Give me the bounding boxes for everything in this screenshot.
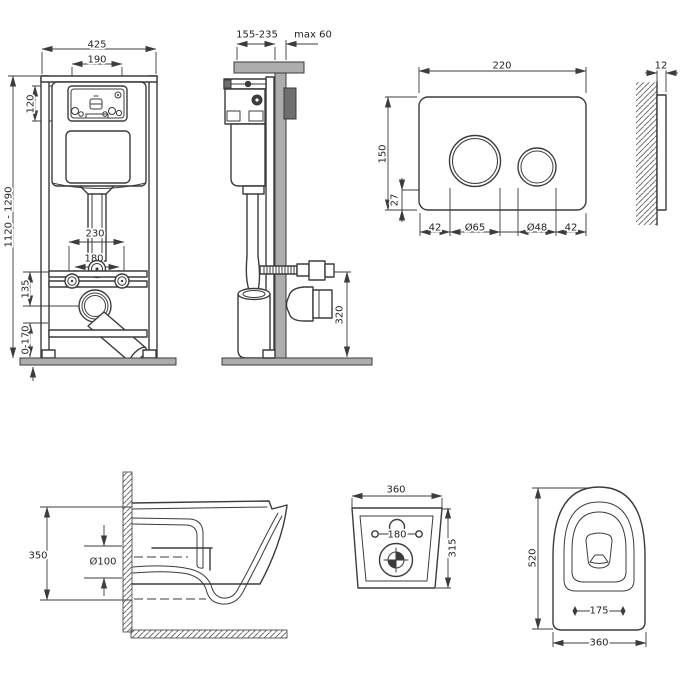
frame-top-crossbar: [40, 75, 158, 83]
dim-plate-thickness: 12: [655, 61, 668, 72]
frame-foot-side: [262, 349, 276, 359]
frame-bottom-crossbar: [48, 329, 148, 338]
dim-install-width: 425: [87, 40, 106, 51]
bowl-interior: [585, 532, 613, 569]
mount-hole-left: [371, 530, 379, 538]
trap-drum: [237, 287, 271, 359]
floor-front-view: [19, 357, 177, 366]
flush-pipe: [87, 193, 107, 262]
dim-back-width: 360: [386, 485, 405, 496]
frame-rail-right: [148, 75, 158, 359]
flush-plate: [418, 96, 587, 211]
dim-foot-range: 0-170: [21, 325, 32, 354]
flush-plate-side-on-wall: [283, 87, 297, 120]
dim-back-height: 315: [448, 538, 459, 557]
frame-rail-left: [40, 75, 50, 359]
dim-outlet-diameter: Ø100: [90, 556, 117, 568]
frame-side-view: 155-235 max 60: [221, 28, 373, 366]
dim-bowl-length: 520: [528, 548, 539, 567]
flush-inlet-hole: [388, 518, 406, 536]
dim-hinge-spacing: 175: [589, 606, 608, 617]
flush-plate-front-view: 220 150 27 42 Ø65 Ø48 42: [376, 59, 587, 236]
dim-pipe-span: 230: [85, 229, 104, 240]
frame-front-view: 425 190 1120 - 1290 120: [2, 38, 177, 381]
dim-bowl-width: 360: [589, 638, 608, 649]
fixing-bolt-right: [114, 273, 130, 289]
flush-plate-edge: [656, 94, 667, 211]
cistern-access-panel: [67, 85, 128, 122]
ceiling-bracket: [233, 61, 305, 74]
dim-plate-margin-left: 42: [429, 223, 442, 234]
flush-plate-side-view: 12: [636, 59, 678, 226]
bowl-top-view: 520 175 360: [526, 486, 647, 650]
floor-side-view: [221, 357, 373, 366]
cistern-tank-window: [65, 130, 131, 184]
frame-foot-left: [41, 349, 56, 359]
outlet-connector: [259, 260, 335, 281]
dim-outlet-height: 320: [335, 305, 346, 324]
cistern-side: [224, 88, 266, 195]
bowl-profile: [131, 500, 288, 605]
dim-outlet-offset: 135: [21, 279, 32, 298]
dim-max-offset: max 60: [294, 30, 332, 41]
dim-big-button-diameter: Ø65: [465, 222, 486, 234]
outlet-bend-pipe: [87, 311, 147, 364]
bowl-back-view: 360 180 315: [351, 483, 460, 589]
dim-plate-height: 150: [378, 144, 389, 163]
dim-install-height: 1120 - 1290: [4, 187, 15, 248]
wall-hatch-section: [122, 471, 133, 633]
wall-hatch: [636, 82, 657, 225]
dim-plate-bottom-gap: 27: [390, 194, 401, 207]
wall-bracket: [223, 78, 267, 90]
bowl-side-view: 350 Ø100: [27, 471, 288, 639]
outlet-bell: [285, 286, 333, 322]
dim-plate-width: 220: [492, 61, 511, 72]
flush-button-large: [448, 134, 502, 188]
dim-panel-width: 190: [87, 55, 106, 66]
outlet-hole: [378, 542, 414, 578]
flush-button-small: [517, 147, 557, 187]
frame-foot-right: [142, 349, 157, 359]
dim-depth-range: 155-235: [236, 30, 278, 41]
dim-panel-height: 120: [26, 94, 37, 113]
mount-hole-right: [415, 530, 423, 538]
bowl-top-body: [552, 486, 646, 631]
dim-plate-margin-right: 42: [565, 223, 578, 234]
fixing-bolt-left: [64, 273, 80, 289]
dim-bowl-height: 350: [28, 551, 47, 562]
dim-small-button-diameter: Ø48: [527, 222, 548, 234]
floor-hatch-section: [130, 629, 288, 639]
dim-hole-spacing: 180: [387, 530, 406, 541]
